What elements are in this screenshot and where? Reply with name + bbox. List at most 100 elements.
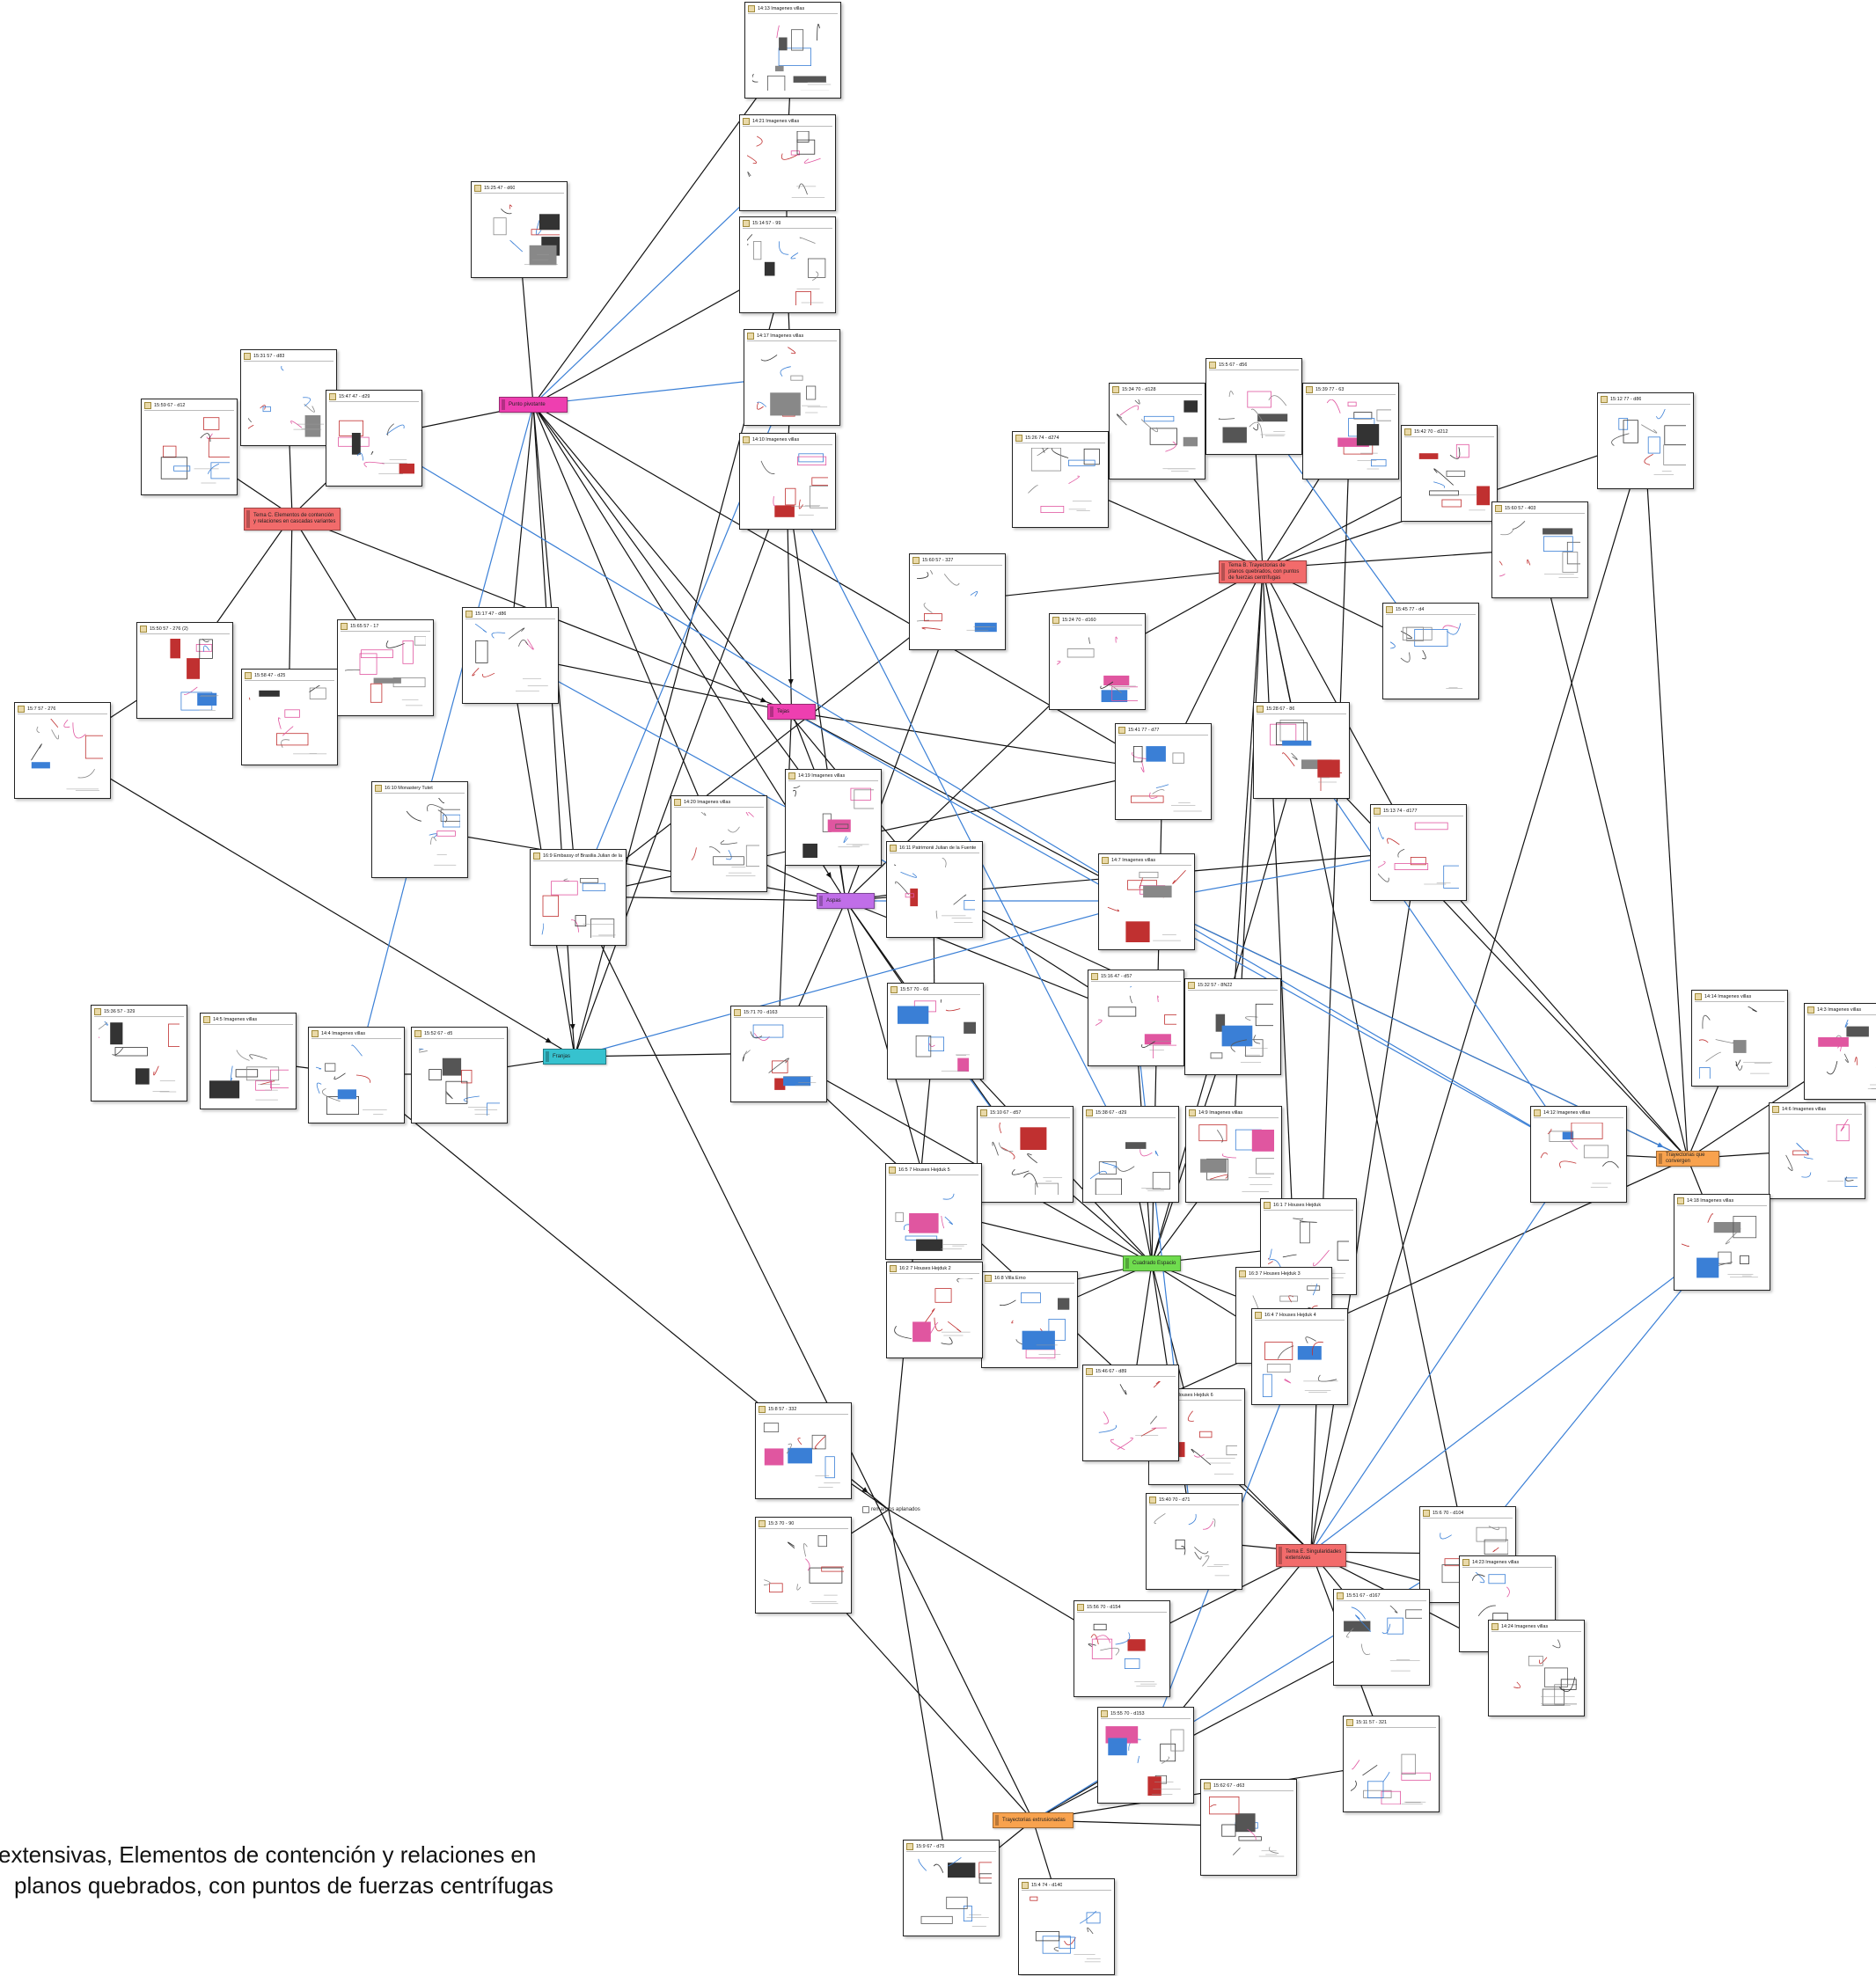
- category-node-c_temaB[interactable]: Tema B. Trayectorias de planos quebrados…: [1219, 560, 1307, 583]
- document-node-n29[interactable]: 15:39 77 - 63: [1302, 383, 1399, 479]
- category-node-c_trayconv[interactable]: Trayectorias que convergen: [1656, 1151, 1719, 1167]
- document-node-n16[interactable]: 16:9 Embassy of Brasilia Julian de la Fu…: [530, 849, 627, 946]
- document-node-n43[interactable]: 14:3 Imagenes villas: [1804, 1003, 1876, 1100]
- document-node-n56[interactable]: 15:46 67 - d89: [1082, 1365, 1179, 1461]
- document-node-n57[interactable]: 15:8 57 - 332: [755, 1402, 852, 1499]
- document-node-n10[interactable]: 15:50 57 - 276 (2): [136, 622, 233, 719]
- node-header: 14:7 Imagenes villas: [1102, 856, 1191, 866]
- document-node-n32[interactable]: 15:12 77 - d86: [1597, 392, 1695, 489]
- code-icon: [862, 1506, 869, 1513]
- node-label: 16:11 Patrimonii Julian de la Fuente: [899, 845, 977, 851]
- document-node-n52[interactable]: 16:8 Villa Erno: [981, 1271, 1078, 1368]
- document-node-n45[interactable]: 14:6 Imagenes villas: [1769, 1102, 1865, 1199]
- edge-arrowhead: [788, 678, 794, 686]
- document-node-n62[interactable]: 15:56 70 - d154: [1074, 1600, 1170, 1697]
- document-node-n12[interactable]: 15:65 57 - 17: [337, 619, 434, 716]
- document-node-n25[interactable]: 15:57 70 - 66: [887, 983, 989, 1079]
- document-node-n33[interactable]: 15:60 57 - 403: [1490, 501, 1588, 598]
- category-node-c_tejas[interactable]: Tejas: [767, 704, 816, 720]
- document-node-n19[interactable]: 16:11 Patrimonii Julian de la Fuente: [885, 841, 988, 938]
- document-node-n65[interactable]: 15:55 70 - d153: [1097, 1707, 1194, 1804]
- document-node-n20[interactable]: 15:36 57 - 329: [88, 1005, 187, 1101]
- document-node-n49[interactable]: 14:9 Imagenes villas: [1185, 1106, 1286, 1203]
- node-label: 14:10 Imagenes villas: [752, 437, 800, 443]
- document-node-n40[interactable]: 15:16 47 - d57: [1087, 970, 1189, 1066]
- node-label: 15:46 67 - d89: [1096, 1369, 1127, 1374]
- document-node-n4[interactable]: 15:14 57 - 99: [739, 216, 836, 313]
- node-thumbnail: [747, 450, 839, 522]
- document-node-n38[interactable]: 15:13 74 - d177: [1366, 804, 1472, 901]
- document-node-n2[interactable]: 14:21 Imagenes villas: [739, 114, 836, 211]
- document-node-n30[interactable]: 15:26 74 - d274: [1012, 431, 1109, 528]
- category-node-c_aspas[interactable]: Aspas: [817, 893, 875, 909]
- document-node-n21[interactable]: 14:5 Imagenes villas: [200, 1013, 297, 1109]
- document-node-n3[interactable]: 15:25 47 - d60: [471, 181, 575, 278]
- document-node-n39[interactable]: 14:7 Imagenes villas: [1098, 853, 1195, 950]
- document-node-n6[interactable]: 14:10 Imagenes villas: [739, 433, 839, 530]
- node-header: 14:13 Imagenes villas: [748, 4, 838, 14]
- document-node-n37[interactable]: 15:28 67 - 86: [1253, 702, 1352, 799]
- category-node-c_temaC[interactable]: Tema C. Elementos de contención y relaci…: [244, 508, 341, 531]
- document-icon: [329, 393, 336, 400]
- document-node-n27[interactable]: 15:34 70 - d128: [1109, 383, 1217, 479]
- node-header: 16:8 Villa Erno: [985, 1274, 1074, 1284]
- node-label: 16:8 Villa Erno: [994, 1276, 1026, 1281]
- document-node-n28[interactable]: 15:5 67 - d56: [1205, 358, 1302, 455]
- document-node-n68[interactable]: 15:9 67 - d75: [903, 1840, 1007, 1936]
- document-node-n11[interactable]: 15:58 47 - d25: [236, 669, 338, 765]
- document-node-n7[interactable]: 15:31 57 - d83: [240, 349, 337, 446]
- document-node-n64[interactable]: 14:24 Imagenes villas: [1488, 1620, 1585, 1716]
- document-node-n60[interactable]: 15:3 70 - 90: [755, 1517, 852, 1614]
- node-label: 14:9 Imagenes villas: [1198, 1110, 1243, 1116]
- category-label: Trayectorias que convergen: [1666, 1153, 1705, 1164]
- document-node-n18[interactable]: 14:19 Imagenes villas: [785, 769, 882, 867]
- document-node-n24[interactable]: 15:71 70 - d163: [730, 1006, 827, 1102]
- category-node-c_cuadrado[interactable]: Cuadrado Espacio: [1123, 1255, 1181, 1271]
- node-header: 15:40 70 - d71: [1149, 1496, 1239, 1505]
- document-node-n41[interactable]: 15:32 57 - 8N22: [1184, 978, 1281, 1075]
- document-node-n48[interactable]: 15:38 67 - d29: [1082, 1106, 1179, 1203]
- node-header: 15:13 74 - d177: [1374, 807, 1463, 816]
- document-node-n36[interactable]: 15:41 77 - d77: [1115, 723, 1212, 820]
- document-node-n67[interactable]: 15:62 67 - d63: [1200, 1779, 1297, 1876]
- node-header: 14:19 Imagenes villas: [788, 772, 878, 781]
- document-node-n22[interactable]: 14:4 Imagenes villas: [308, 1027, 405, 1123]
- document-icon: [1491, 1623, 1499, 1630]
- document-node-n9[interactable]: 15:59 67 - d12: [141, 399, 240, 495]
- document-node-n47[interactable]: 15:10 67 - d57: [977, 1106, 1074, 1207]
- document-node-n8[interactable]: 15:47 47 - d29: [326, 390, 428, 487]
- node-header: 15:4 74 - d140: [1022, 1881, 1111, 1891]
- node-thumbnail: [1106, 869, 1187, 946]
- category-node-c_temaE[interactable]: Tema E. Singularidades extensivas: [1276, 1544, 1346, 1567]
- document-node-n17[interactable]: 14:20 Imagenes villas: [671, 795, 767, 892]
- node-thumbnail: [1496, 1636, 1584, 1709]
- node-thumbnail: [1090, 1379, 1171, 1455]
- document-node-n34[interactable]: 15:45 77 - d4: [1379, 603, 1479, 699]
- document-node-n46[interactable]: 14:18 Imagenes villas: [1674, 1194, 1770, 1291]
- node-label: 15:26 74 - d274: [1025, 435, 1059, 441]
- document-node-n23[interactable]: 15:52 67 - d5: [411, 1027, 516, 1123]
- document-node-n69[interactable]: 15:4 74 - d140: [1018, 1878, 1115, 1975]
- code-node-p_remansos[interactable]: remansos aplanados: [862, 1506, 920, 1513]
- category-node-c_punto[interactable]: Punto pivotante: [499, 397, 568, 413]
- document-node-n1[interactable]: 14:13 Imagenes villas: [744, 2, 841, 99]
- document-node-n58[interactable]: 15:40 70 - d71: [1146, 1493, 1242, 1590]
- document-node-n42[interactable]: 14:14 Imagenes villas: [1690, 990, 1788, 1087]
- document-node-n13[interactable]: 15:7 57 - 276: [14, 702, 114, 799]
- document-node-n14[interactable]: 15:17 47 - d86: [462, 607, 559, 704]
- document-node-n63[interactable]: 15:51 67 - d167: [1333, 1589, 1438, 1686]
- document-node-n66[interactable]: 15:11 57 - 321: [1343, 1716, 1440, 1812]
- category-node-c_trayextr[interactable]: Trayectorias extrusionadas: [993, 1812, 1074, 1828]
- node-header: 15:24 70 - d160: [1052, 616, 1142, 626]
- category-node-c_franjas[interactable]: Franjas: [543, 1049, 606, 1065]
- document-node-n15[interactable]: 16:10 Monastery Tutet: [371, 781, 471, 878]
- document-node-n5[interactable]: 14:17 Imagenes villas: [744, 329, 840, 426]
- document-node-n31[interactable]: 15:42 70 - d212: [1401, 425, 1503, 522]
- document-node-n55[interactable]: 16:4 7 Houses Hejduk 4: [1251, 1308, 1348, 1405]
- document-node-n35[interactable]: 15:24 70 - d160: [1044, 613, 1146, 711]
- document-node-n70[interactable]: 16:2 7 Houses Hejduk 2: [886, 1262, 983, 1358]
- document-node-n26[interactable]: 15:60 57 - 327: [908, 553, 1006, 650]
- document-node-n44[interactable]: 14:12 Imagenes villas: [1530, 1106, 1627, 1203]
- document-node-n50[interactable]: 16:5 7 Houses Hejduk 5: [885, 1163, 982, 1260]
